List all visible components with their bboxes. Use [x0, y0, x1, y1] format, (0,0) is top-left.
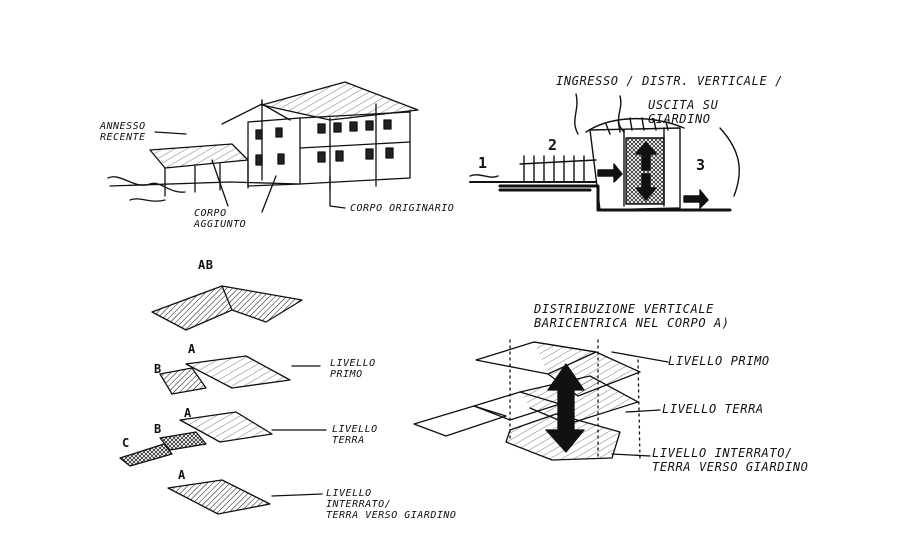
- tag-primo-b: B: [154, 362, 162, 376]
- label-livello-primo-left: LIVELLO PRIMO: [330, 358, 376, 380]
- label-section-header: INGRESSO / DISTR. VERTICALE /: [556, 74, 783, 88]
- tag-interrato-a: A: [178, 468, 186, 482]
- levels-stack-left: [119, 285, 327, 515]
- label-section-header-2: USCITA SU GIARDINO: [648, 98, 719, 126]
- tag-terra-b: B: [154, 422, 162, 436]
- section-sketch: [469, 93, 740, 212]
- tag-roof-ab: AB: [198, 258, 214, 272]
- tag-terra-c: C: [122, 436, 130, 450]
- label-section-1: 1: [478, 154, 488, 172]
- label-livello-primo-right: LIVELLO PRIMO: [668, 354, 770, 368]
- label-annesso-recente: ANNESSO RECENTE: [100, 121, 146, 143]
- tag-primo-a: A: [188, 342, 196, 356]
- tag-terra-a: A: [184, 406, 192, 420]
- label-livello-terra-right: LIVELLO TERRA: [662, 402, 764, 416]
- label-distribuzione-title: DISTRIBUZIONE VERTICALE BARICENTRICA NEL…: [534, 302, 730, 330]
- axonometric-right: [413, 339, 669, 461]
- label-livello-interrato-left: LIVELLO INTERRATO/ TERRA VERSO GIARDINO: [326, 488, 457, 521]
- label-section-2: 2: [548, 136, 558, 154]
- label-corpo-originario: CORPO ORIGINARIO: [350, 203, 455, 214]
- label-section-3: 3: [696, 156, 706, 174]
- label-corpo-aggiunto: CORPO AGGIUNTO: [194, 208, 247, 230]
- building-perspective: [107, 81, 419, 213]
- label-livello-terra-left: LIVELLO TERRA: [332, 424, 378, 446]
- label-livello-interrato-right: LIVELLO INTERRATO/ TERRA VERSO GIARDINO: [652, 446, 809, 474]
